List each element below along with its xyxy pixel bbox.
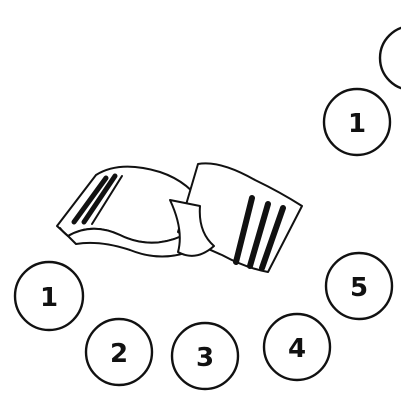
circle-left-4: 4 <box>264 314 330 380</box>
circle-left-2: 2 <box>86 319 152 385</box>
circle-left-5-label: 5 <box>350 273 368 303</box>
circle-left-4-label: 4 <box>288 334 306 364</box>
circle-left-3-label: 3 <box>196 343 214 373</box>
circle-left-5: 5 <box>326 253 392 319</box>
circle-left-1-label: 1 <box>40 283 58 313</box>
partial-circle-top-right <box>380 26 401 90</box>
scarf-illustration <box>57 163 302 272</box>
circle-top-right: 1 <box>324 89 390 155</box>
circle-left-2-label: 2 <box>110 339 128 369</box>
circle-left-3: 3 <box>172 323 238 389</box>
circle-top-right-label: 1 <box>348 109 366 139</box>
circle-left-1: 1 <box>15 262 83 330</box>
